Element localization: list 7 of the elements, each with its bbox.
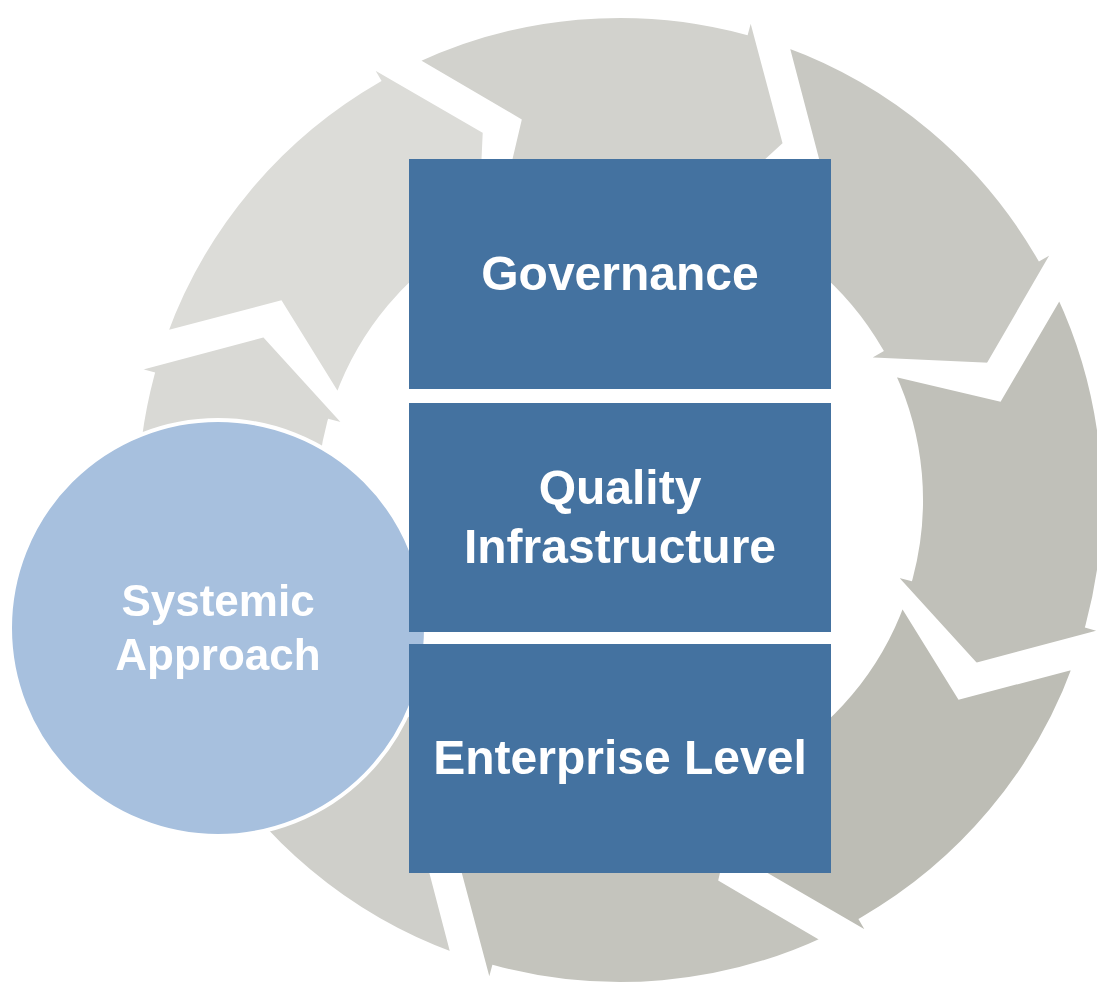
process-box bbox=[409, 644, 831, 873]
process-box bbox=[409, 159, 831, 389]
node-label: Enterprise Level bbox=[433, 730, 807, 787]
node-label: Quality Infrastructure bbox=[462, 459, 778, 575]
process-box bbox=[409, 403, 831, 632]
node-label: Governance bbox=[481, 245, 759, 302]
node-label: Systemic Approach bbox=[114, 575, 322, 681]
